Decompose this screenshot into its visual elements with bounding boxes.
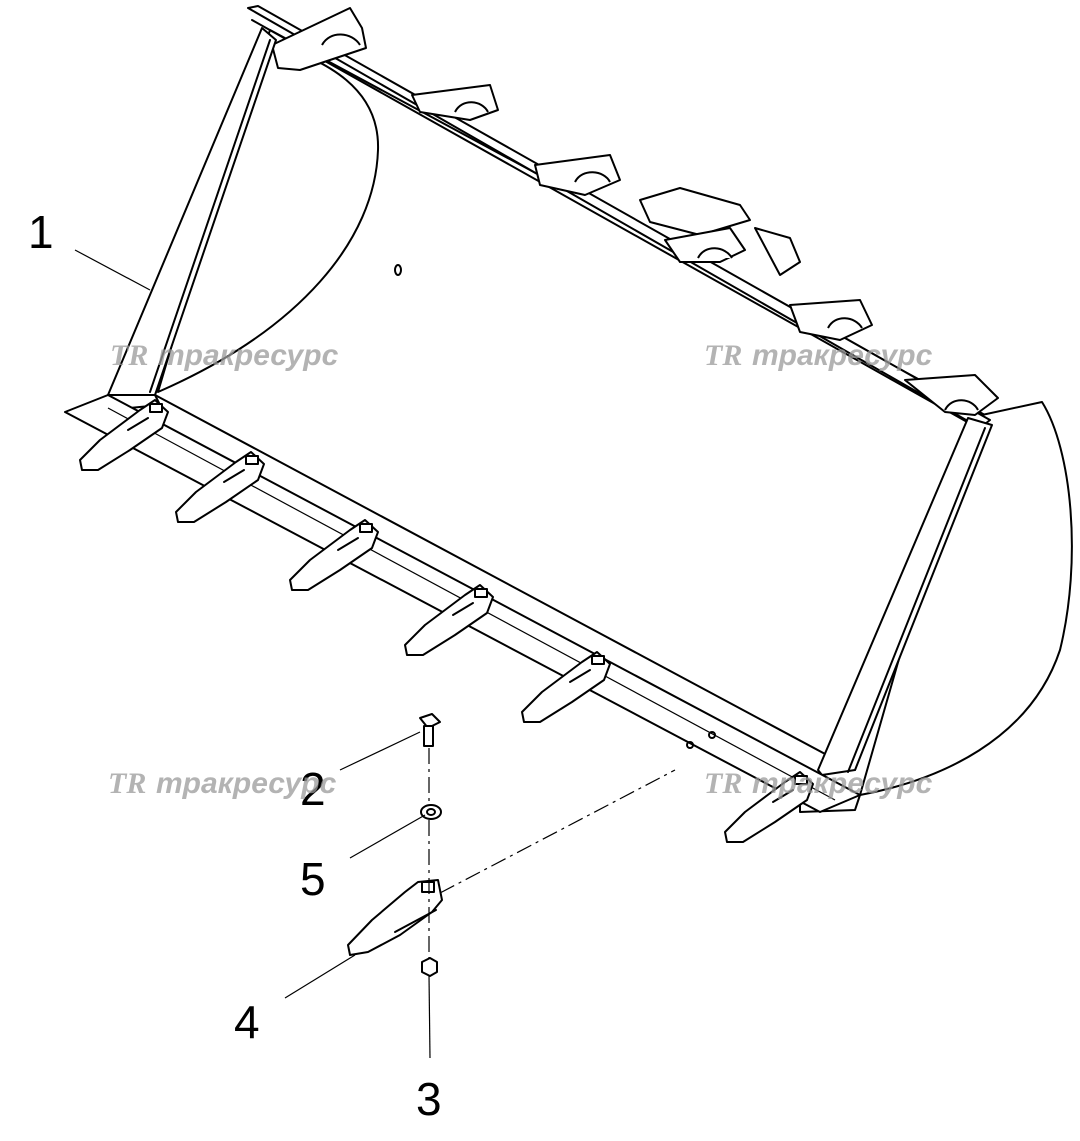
edge-hole	[708, 731, 716, 739]
watermark: TR тракресурс	[108, 767, 337, 800]
watermark-brand: тракресурс	[752, 339, 933, 372]
watermark-brand: тракресурс	[752, 767, 933, 800]
tooth	[724, 771, 814, 843]
tooth	[404, 584, 494, 656]
callout-2: 2	[300, 763, 326, 815]
callout-4: 4	[234, 996, 260, 1048]
watermark-logo: TR	[704, 767, 742, 800]
washer	[420, 804, 442, 820]
bucket-right-side-wall	[859, 401, 1073, 796]
watermark: TR тракресурс	[704, 767, 933, 800]
callout-5: 5	[300, 853, 326, 905]
leader-lines	[74, 249, 431, 1059]
mounting-brackets	[271, 7, 999, 416]
callout-3: 3	[416, 1073, 442, 1125]
watermark-logo: TR	[704, 339, 742, 372]
tooth	[521, 651, 611, 723]
watermark-brand: тракресурс	[156, 767, 337, 800]
nut	[421, 957, 438, 977]
bucket-left-side-wall	[157, 39, 380, 393]
edge-hole	[686, 741, 694, 749]
tooth	[79, 399, 169, 471]
callout-1: 1	[28, 206, 54, 258]
tooth-alignment-line	[439, 769, 676, 894]
exploded-parts	[347, 713, 676, 977]
watermark: TR тракресурс	[704, 339, 933, 372]
watermark-logo: TR	[110, 339, 148, 372]
watermark-brand: тракресурс	[158, 339, 339, 372]
tooth	[175, 451, 265, 523]
right-pillar	[817, 417, 993, 776]
tooth	[289, 519, 379, 591]
watermark-logo: TR	[108, 767, 146, 800]
loose-tooth	[347, 879, 443, 956]
back-plate-hole	[394, 264, 402, 276]
bolt	[419, 713, 441, 747]
watermark: TR тракресурс	[110, 339, 339, 372]
bucket-teeth	[79, 399, 814, 843]
